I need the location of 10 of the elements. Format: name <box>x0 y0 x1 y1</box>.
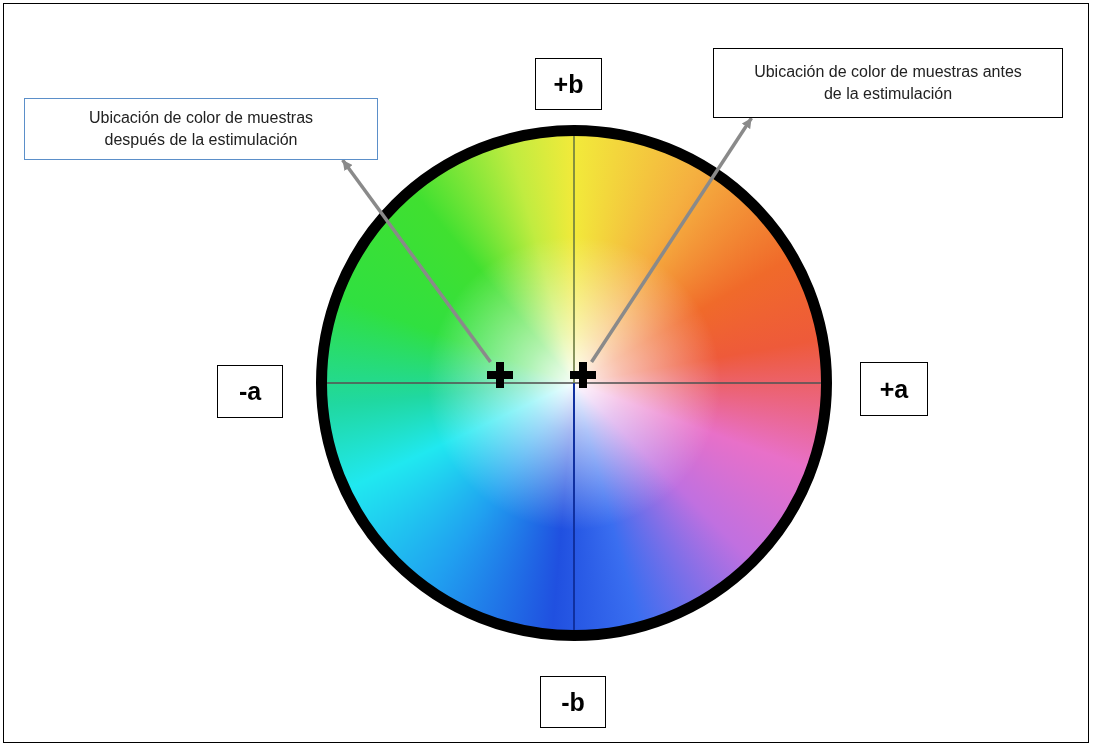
plus-marker-icon <box>570 362 596 388</box>
axis-label: -a <box>217 365 283 418</box>
callout-label: Ubicación de color de muestras después de la estimulación <box>24 98 378 160</box>
plus-marker-icon <box>487 362 513 388</box>
arrow <box>590 117 753 363</box>
axis-label: -b <box>540 676 606 728</box>
axis-label: +a <box>860 362 928 416</box>
callout-label: Ubicación de color de muestras antes de la estimulación <box>713 48 1063 118</box>
axis-label: +b <box>535 58 602 110</box>
arrow <box>341 158 492 364</box>
